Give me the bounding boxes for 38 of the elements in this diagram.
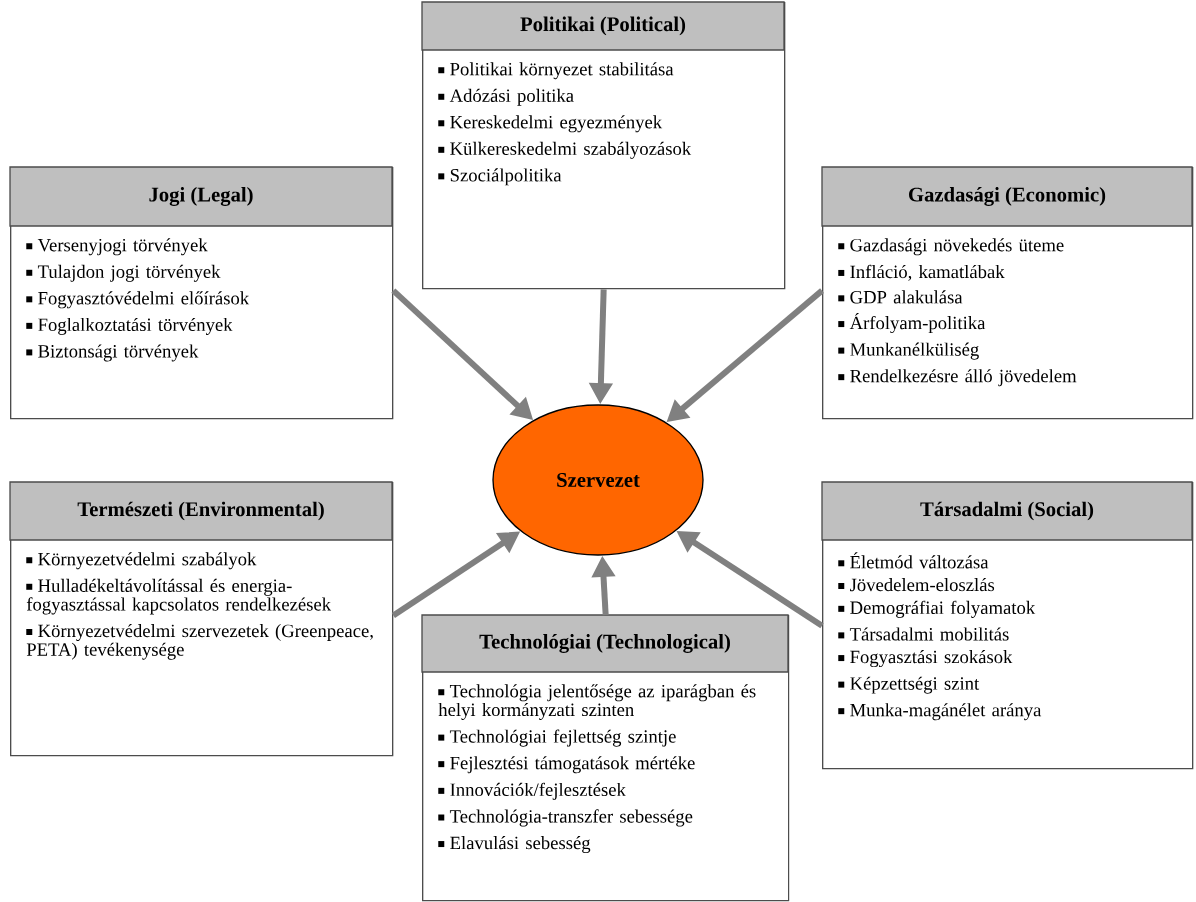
bullet-item: Technológiai fejlettség szintje — [438, 729, 676, 747]
bullet-item: Kereskedelmi egyezmények — [438, 115, 663, 133]
box-heading: Gazdasági (Economic) — [909, 187, 1106, 206]
box-heading: Politikai (Political) — [520, 16, 686, 36]
bullet-item: Fogyasztási szokások — [838, 650, 1013, 668]
bullet-item: Infláció, kamatlábak — [838, 264, 1005, 281]
bullet-item: Gazdasági növekedés üteme — [838, 238, 1064, 256]
bullet-item: Fogyasztóvédelmi előírások — [26, 291, 250, 309]
bullet-item: Környezetvédelmi szabályok — [26, 552, 257, 570]
bullet-item: Versenyjogi törvények — [26, 238, 208, 256]
bullet-item: Képzettségi szint — [838, 676, 980, 694]
bullet-item: Foglalkoztatási törvények — [26, 317, 233, 335]
bullet-item: Társadalmi mobilitás — [838, 627, 1009, 641]
bullet-item: Elavulási sebesség — [438, 836, 591, 854]
bullet-item: Technológia jelentősége az iparágban és helyi kormányzati szinten — [438, 684, 756, 720]
bullet-item: Környezetvédelmi szervezetek (Greenpeace, PETA) tevékenysége — [26, 624, 373, 660]
bullet-item: Technológia-transzfer sebessége — [438, 809, 693, 827]
bullet-item: Biztonsági törvények — [26, 344, 199, 362]
bullet-item: Munka-magánélet aránya — [838, 703, 1042, 721]
bullet-item: Árfolyam-politika — [838, 313, 986, 334]
box-heading: Természeti (Environmental) — [77, 501, 324, 521]
bullet-item: Tulajdon jogi törvények — [26, 264, 221, 282]
bullet-item: Politikai környezet stabilitása — [438, 62, 674, 80]
bullet-item: Külkereskedelmi szabályozások — [438, 141, 692, 159]
bullet-item: Hulladékeltávolítással és energia-fogyasztással kapcsolatos rendelkezések — [26, 578, 332, 615]
bullet-item: Rendelkezésre álló jövedelem — [838, 369, 1077, 387]
bullet-item: Jövedelem-eloszlás — [838, 578, 995, 592]
bullet-item: Demográfiai folyamatok — [838, 600, 1036, 618]
bullet-item: Adózási politika — [438, 88, 574, 106]
box-heading: Társadalmi (Social) — [920, 501, 1094, 521]
box-heading: Technológiai (Technological) — [479, 634, 730, 653]
bullet-item: Munkanélküliség — [838, 342, 979, 360]
box-heading: Jogi (Legal) — [149, 187, 253, 206]
bullet-item: Szociálpolitika — [438, 168, 562, 186]
bullet-item: Innovációk/fejlesztések — [438, 782, 626, 800]
bullet-item: GDP alakulása — [838, 290, 963, 304]
bullet-item: Életmód változása — [838, 552, 989, 569]
bullet-item: Fejlesztési támogatások mértéke — [438, 756, 695, 774]
